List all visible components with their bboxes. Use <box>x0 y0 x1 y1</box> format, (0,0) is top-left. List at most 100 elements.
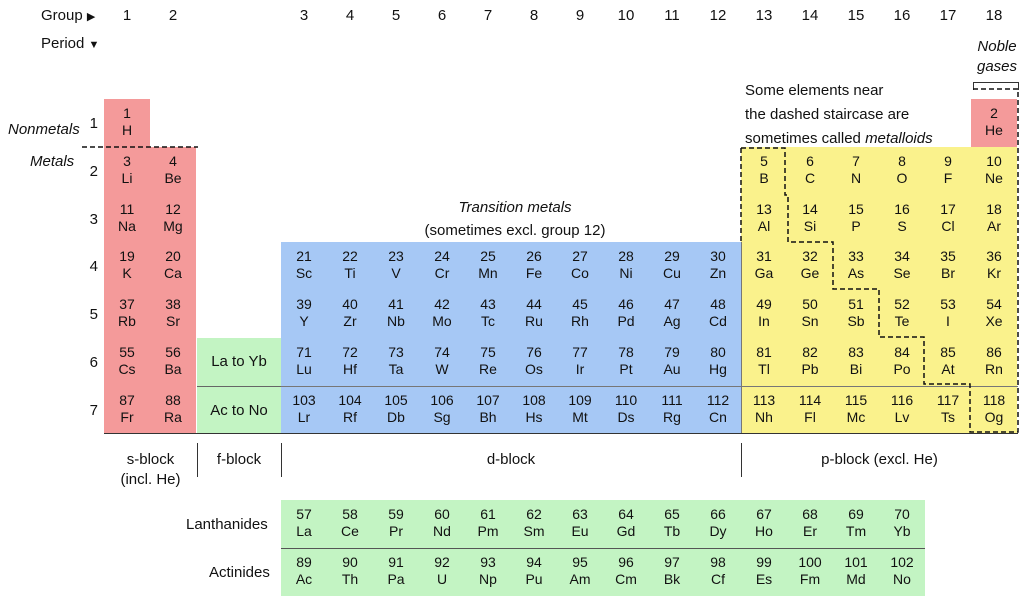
element-symbol: Ca <box>164 265 182 282</box>
element-symbol: Po <box>893 361 911 377</box>
atomic-number: 96 <box>618 554 634 570</box>
element-symbol: Na <box>118 217 136 234</box>
element-symbol: Sc <box>295 265 313 282</box>
f-series-divider <box>281 548 925 549</box>
element-symbol: Ra <box>164 408 182 425</box>
group-number: 4 <box>345 7 355 24</box>
atomic-number: 87 <box>119 391 135 408</box>
transition-line2: (sometimes excl. group 12) <box>424 222 606 239</box>
transition-metals-note: Transition metals (sometimes excl. group… <box>400 196 630 242</box>
staircase-line <box>741 88 1019 433</box>
atomic-number: 114 <box>798 391 822 408</box>
element-symbol: Lu <box>296 361 312 377</box>
atomic-number: 8 <box>898 152 906 169</box>
atomic-number: 60 <box>434 506 450 522</box>
atomic-number: 12 <box>165 200 181 217</box>
transition-line1: Transition metals <box>458 199 572 216</box>
atomic-number: 98 <box>710 554 726 570</box>
atomic-number: 76 <box>526 344 542 360</box>
atomic-number: 107 <box>476 391 500 408</box>
element-symbol: Mn <box>478 265 498 282</box>
element-symbol: Eu <box>571 523 589 539</box>
element-symbol: Sr <box>166 313 180 330</box>
element-symbol: Cf <box>711 571 725 587</box>
period-number: 2 <box>89 162 98 180</box>
atomic-number: 83 <box>848 344 864 360</box>
atomic-number: 113 <box>752 391 776 408</box>
atomic-number: 86 <box>986 344 1002 360</box>
atomic-number: 21 <box>296 248 312 265</box>
element-symbol: Pd <box>617 313 635 330</box>
element-symbol: K <box>122 265 132 282</box>
element-symbol: Cr <box>434 265 450 282</box>
atomic-number: 80 <box>710 344 726 360</box>
atomic-number: 91 <box>388 554 404 570</box>
actinides-label: Actinides <box>209 564 270 581</box>
atomic-number: 46 <box>618 296 634 313</box>
metals-label: Metals <box>30 153 75 170</box>
element-symbol: Cl <box>941 217 955 234</box>
f-placeholder-actinides: Ac to No <box>197 386 281 434</box>
atomic-number: 116 <box>890 391 914 408</box>
atomic-number: 31 <box>756 248 772 265</box>
group-number: 18 <box>985 7 1003 24</box>
atomic-number: 93 <box>480 554 496 570</box>
element-symbol: Es <box>755 571 773 587</box>
period-number: 6 <box>89 354 98 371</box>
atomic-number: 118 <box>982 391 1006 408</box>
element-symbol: Ir <box>575 361 585 377</box>
atomic-number: 27 <box>572 248 588 265</box>
atomic-number: 9 <box>944 152 952 169</box>
atomic-number: 109 <box>568 391 592 408</box>
element-symbol: Pa <box>387 571 405 587</box>
f-placeholder-lanthanides: La to Yb <box>197 338 281 386</box>
atomic-number: 102 <box>890 554 914 570</box>
atomic-number: 3 <box>123 152 131 169</box>
atomic-number: 36 <box>986 248 1002 265</box>
element-symbol: Pu <box>525 571 543 587</box>
atomic-number: 52 <box>894 296 910 313</box>
group-number: 7 <box>483 7 493 24</box>
element-symbol: Ho <box>755 523 773 539</box>
atomic-number: 19 <box>119 248 135 265</box>
atomic-number: 10 <box>986 152 1002 169</box>
atomic-number: 99 <box>756 554 772 570</box>
atomic-number: 7 <box>852 152 860 169</box>
element-symbol: Fm <box>799 571 821 587</box>
atomic-number: 11 <box>119 200 135 217</box>
element-symbol: Kr <box>987 265 1001 282</box>
atomic-number: 33 <box>848 248 864 265</box>
